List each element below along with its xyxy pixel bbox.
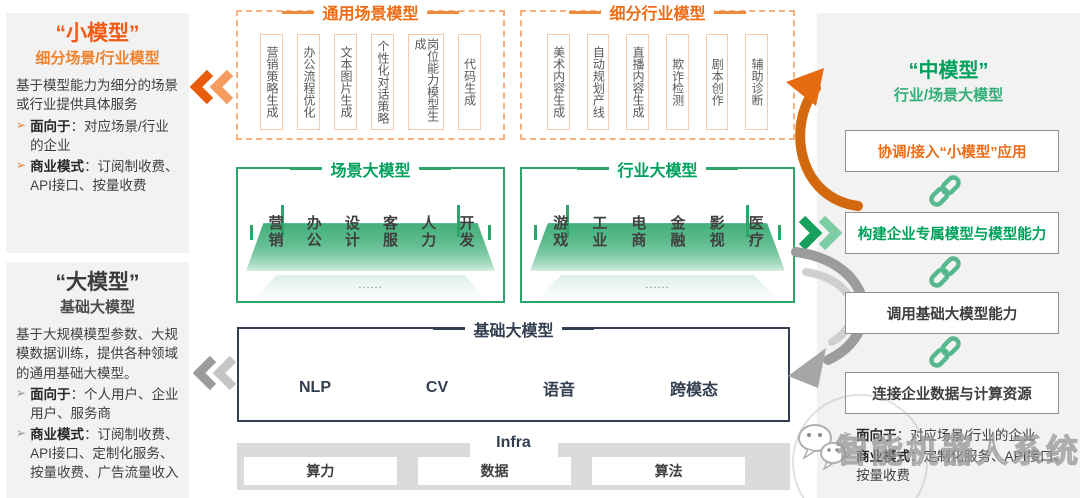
small-model-subtitle: 细分场景/行业模型 [35, 50, 160, 68]
model-item: 辅助诊断 [745, 34, 768, 130]
small-model-title: “小模型” [55, 22, 140, 45]
infra-title: Infra [469, 429, 558, 457]
model-item: 自动规划产线 [586, 34, 610, 130]
scene-large-model-box: 场景大模型 营销办公设计客服人力开发 ...... [236, 157, 505, 303]
large-model-title: “大模型” [55, 271, 140, 294]
model-item: 办公流程优化 [297, 34, 320, 130]
foundation-item: CV [425, 378, 449, 396]
platform-item: 医疗 [746, 215, 764, 249]
bullet-item: 商业模式：定制化服务、API接口、按量收费 [842, 447, 1076, 485]
more-indicator: ...... [256, 275, 485, 297]
foundation-model-title: 基础大模型 [465, 317, 562, 341]
medium-model-bullets: 面向于：对应场景/行业的企业 商业模式：定制化服务、API接口、按量收费 [842, 424, 1076, 485]
general-scene-models-title: 通用场景模型 [314, 0, 427, 24]
scene-large-model-title: 场景大模型 [322, 157, 419, 181]
model-item: 欺诈检测 [666, 34, 689, 130]
box-legend: 通用场景模型 [238, 0, 503, 24]
model-item: 个性化对话策略 [371, 34, 394, 130]
large-model-bullets: 面向于：个人用户、企业用户、服务商 商业模式：订阅制收费、API接口、定制化服务… [16, 385, 179, 483]
infra-item: 算力 [244, 457, 397, 485]
chain-link-icon [929, 336, 961, 368]
step-build-enterprise-models: 构建企业专属模型与模型能力 [845, 212, 1059, 254]
large-model-description: 基于大规模模型参数、大规模数据训练，提供各种领域的通用基础大模型。 [16, 327, 178, 381]
infra-item: 算法 [592, 457, 745, 485]
infra-band: Infra 算力数据算法 [237, 429, 790, 490]
platform-item: 金融 [668, 215, 686, 249]
bullet-item: 商业模式：订阅制收费、API接口、定制化服务、按量收费、广告流量收入 [16, 425, 179, 482]
model-item: 代码生成 [458, 34, 481, 130]
scene-platform-items: 营销办公设计客服人力开发 [256, 199, 485, 265]
box-legend: 细分行业模型 [522, 0, 793, 24]
general-scene-model-items: 营销策略生成办公流程优化文本图片生成个性化对话策略岗位能力模型生成代码生成 [246, 34, 495, 130]
small-model-description: 基于模型能力为细分的场景或行业提供具体服务 [16, 78, 178, 113]
platform-item: 客服 [381, 215, 399, 249]
small-model-bullets: 面向于：对应场景/行业的企业 商业模式：订阅制收费、API接口、按量收费 [16, 117, 179, 196]
left-double-chevron-icon [190, 70, 234, 104]
model-item: 直播内容生成 [626, 34, 649, 130]
platform-surface [246, 223, 495, 271]
medium-model-title: “中模型” [908, 60, 989, 82]
industry-large-model-title: 行业大模型 [609, 157, 706, 181]
platform-surface [530, 223, 785, 271]
curved-arrow-up-icon [786, 68, 863, 211]
platform-item: 人力 [419, 215, 437, 249]
chain-link-icon [929, 175, 961, 207]
industry-platform-items: 游戏工业电商金融影视医疗 [540, 199, 775, 265]
infra-items: 算力数据算法 [244, 457, 745, 485]
infra-item: 数据 [418, 457, 571, 485]
industry-platform: 游戏工业电商金融影视医疗 [530, 199, 785, 271]
platform-item: 游戏 [551, 215, 569, 249]
left-bottom-panel: “大模型” 基础大模型 基于大规模模型参数、大规模数据训练，提供各种领域的通用基… [6, 262, 189, 498]
platform-item: 设计 [342, 215, 360, 249]
model-item: 剧本创作 [705, 34, 729, 130]
platform-item: 开发 [457, 215, 475, 249]
platform-item: 办公 [304, 215, 322, 249]
industry-segment-models-box: 细分行业模型 美术内容生成自动规划产线直播内容生成欺诈检测剧本创作辅助诊断 [520, 0, 795, 140]
bullet-item: 面向于：对应场景/行业的企业 [842, 426, 1076, 445]
box-legend: 行业大模型 [522, 157, 793, 181]
foundation-item: NLP [299, 378, 331, 396]
right-panel: “中模型” 行业/场景大模型 [817, 13, 1080, 498]
model-item: 文本图片生成 [334, 34, 357, 130]
step-call-foundation-models: 调用基础大模型能力 [845, 292, 1059, 334]
foundation-model-box: 基础大模型 NLP CV 语音 跨模态 [237, 317, 790, 422]
platform-item: 影视 [707, 215, 725, 249]
industry-segment-models-title: 细分行业模型 [601, 0, 714, 24]
left-top-panel: “小模型” 细分场景/行业模型 基于模型能力为细分的场景或行业提供具体服务 面向… [6, 13, 189, 253]
bullet-item: 商业模式：订阅制收费、API接口、按量收费 [16, 157, 179, 195]
step-link-enterprise-data: 连接企业数据与计算资源 [845, 372, 1059, 414]
foundation-item: 语音 [543, 381, 576, 399]
left-double-chevron-icon [193, 356, 237, 390]
bullet-item: 面向于：对应场景/行业的企业 [16, 117, 179, 155]
more-indicator: ...... [540, 275, 775, 297]
box-legend: 场景大模型 [238, 157, 503, 181]
chain-link-icon [929, 256, 961, 288]
industry-segment-model-items: 美术内容生成自动规划产线直播内容生成欺诈检测剧本创作辅助诊断 [530, 34, 785, 130]
scene-platform: 营销办公设计客服人力开发 [246, 199, 495, 271]
model-item: 岗位能力模型生成 [408, 34, 444, 130]
platform-item: 营销 [266, 215, 284, 249]
large-model-subtitle: 基础大模型 [59, 299, 135, 317]
right-double-chevron-icon [798, 216, 842, 250]
foundation-model-items: NLP CV 语音 跨模态 [299, 355, 718, 420]
step-connect-small-models: 协调/接入“小模型”应用 [845, 130, 1059, 172]
box-legend: 基础大模型 [239, 317, 788, 341]
medium-model-subtitle: 行业/场景大模型 [893, 87, 1004, 104]
platform-item: 电商 [629, 215, 647, 249]
model-item: 营销策略生成 [260, 34, 283, 130]
general-scene-models-box: 通用场景模型 营销策略生成办公流程优化文本图片生成个性化对话策略岗位能力模型生成… [236, 0, 505, 140]
platform-item: 工业 [590, 215, 608, 249]
bullet-item: 面向于：个人用户、企业用户、服务商 [16, 385, 179, 423]
industry-large-model-box: 行业大模型 游戏工业电商金融影视医疗 ...... [520, 157, 795, 303]
foundation-item: 跨模态 [669, 381, 718, 399]
model-item: 美术内容生成 [547, 34, 570, 130]
